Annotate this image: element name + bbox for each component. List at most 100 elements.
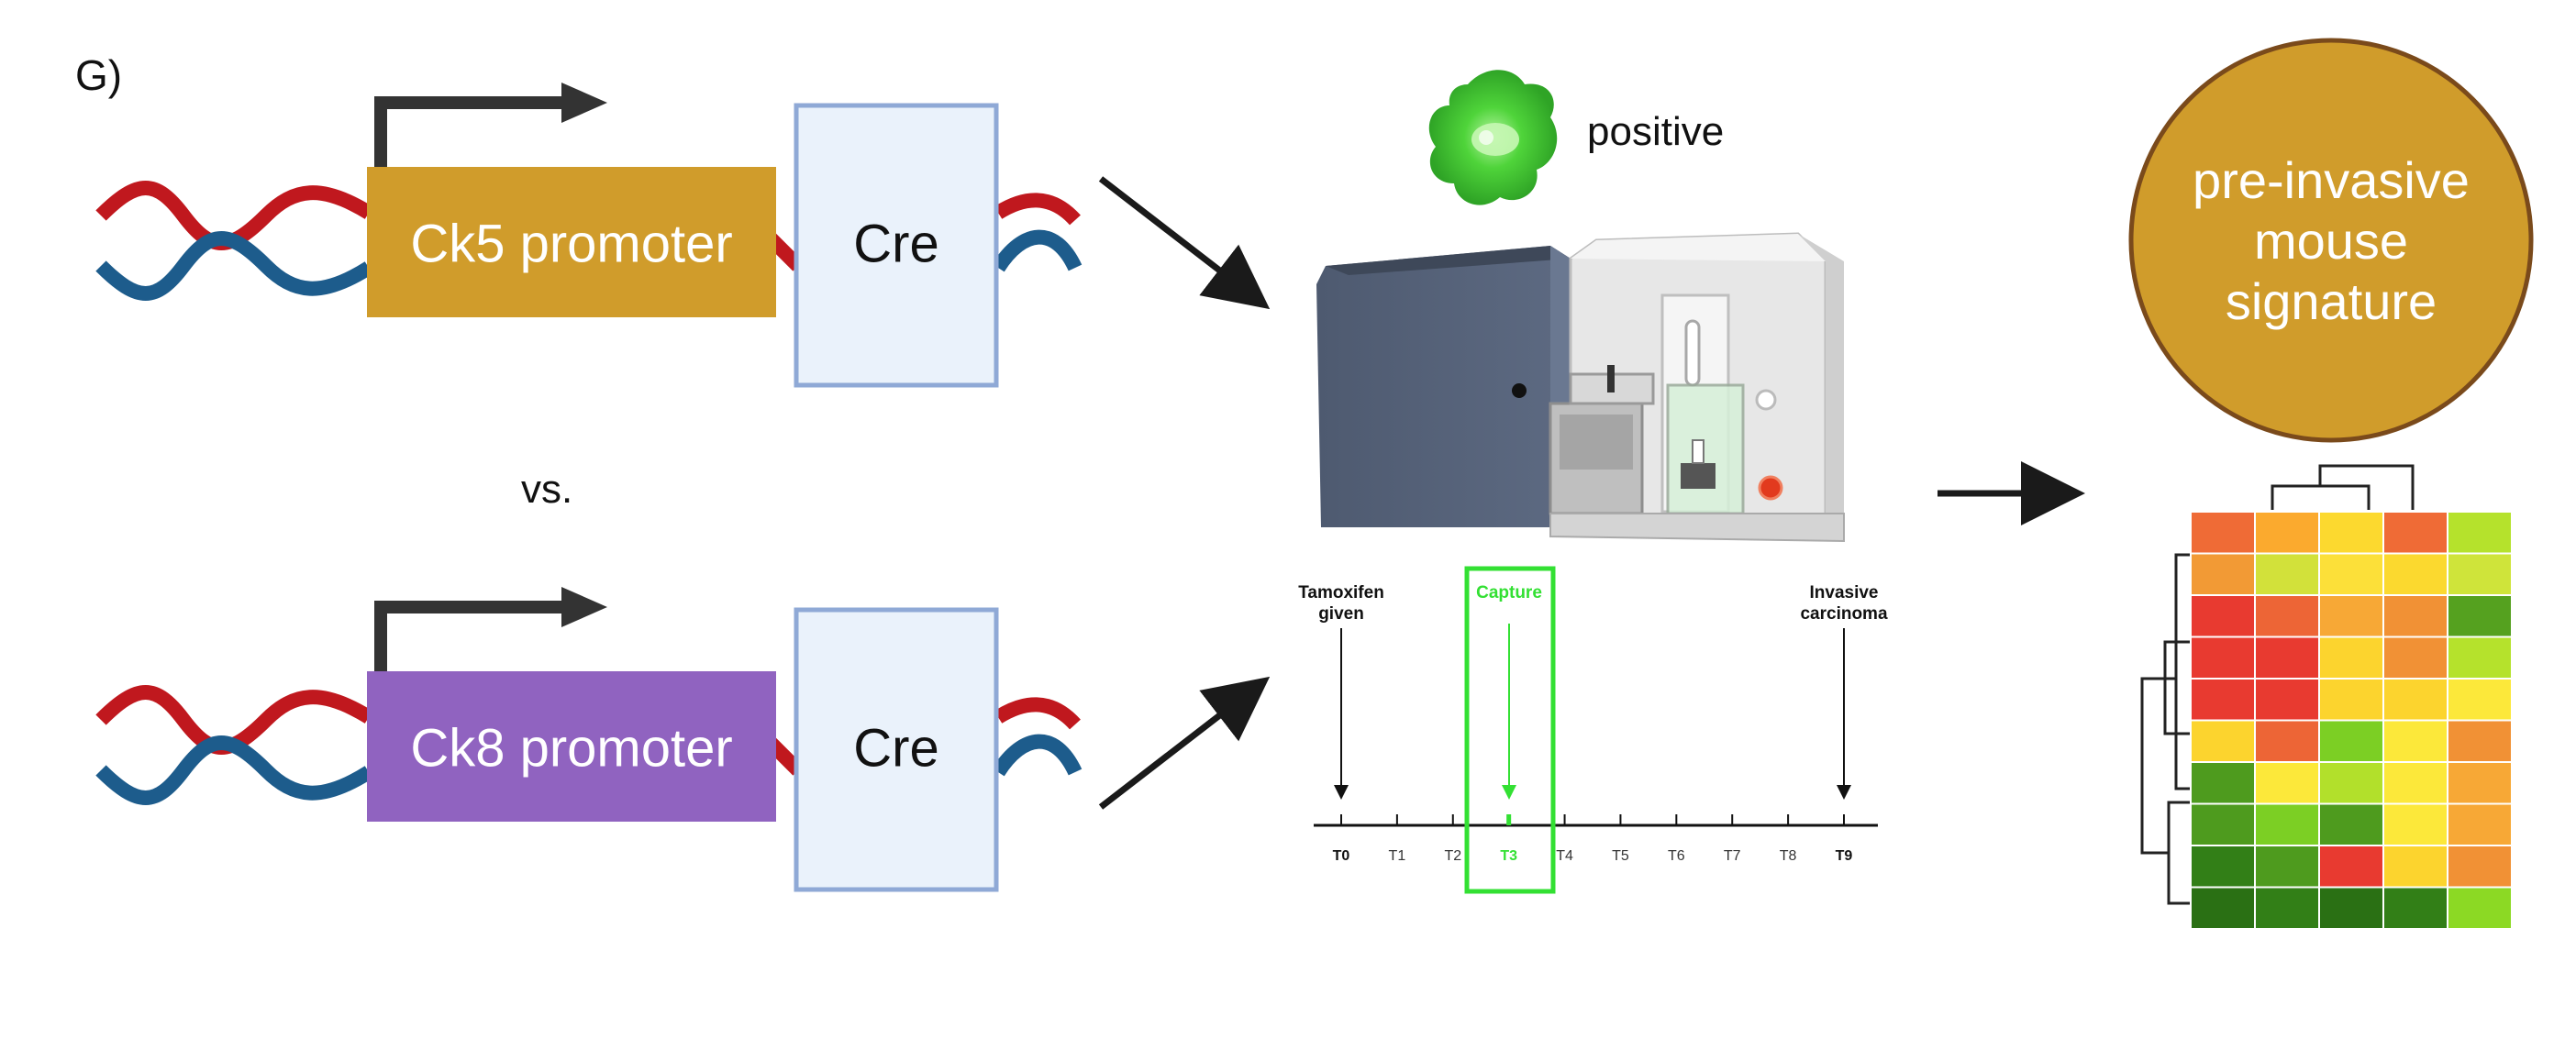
heatmap-cell: [2254, 719, 2320, 763]
cre-label-bottom: Cre: [853, 718, 938, 778]
tamoxifen-label: Tamoxifen: [1298, 583, 1384, 602]
ck5-promoter-box: [367, 167, 776, 317]
arrow-top-to-sorter: [1098, 176, 1271, 310]
heatmap-cell: [2382, 511, 2448, 555]
heatmap-cell: [2254, 511, 2320, 555]
signature-line1: pre-invasive: [2193, 151, 2470, 209]
timeline-tick-label-t1: T1: [1389, 848, 1406, 864]
ck8-promoter-box: [367, 671, 776, 822]
promoter-arrowhead-bottom: [561, 587, 607, 627]
heatmap-cell: [2254, 845, 2320, 889]
cre-box-bottom: [794, 607, 999, 892]
promoter-arrow-bottom: [374, 601, 564, 671]
timeline-tick-label-t3: T3: [1500, 848, 1517, 864]
heatmap-cell: [2382, 552, 2448, 596]
timeline-tick-label-t5: T5: [1612, 848, 1629, 864]
heatmap-cell: [2447, 552, 2513, 596]
promoter-arrow-top: [374, 96, 564, 167]
heatmap-cell: [2318, 678, 2384, 722]
heatmap-cell: [2254, 552, 2320, 596]
timeline-tick-label-t7: T7: [1724, 848, 1741, 864]
cre-box-top: [794, 103, 999, 388]
panel-label: G): [75, 51, 122, 99]
heatmap: [2140, 464, 2513, 930]
sorter-knob: [1512, 383, 1527, 398]
heatmap-cell: [2254, 594, 2320, 638]
heatmap-cell: [2318, 636, 2384, 680]
heatmap-cell: [2190, 636, 2256, 680]
ck5-promoter-label: Ck5 promoter: [410, 214, 732, 273]
carcinoma-label: carcinoma: [1800, 604, 1887, 624]
heatmap-cell: [2190, 845, 2256, 889]
cell-sorter-machine: [1316, 232, 1845, 543]
heatmap-cell: [2382, 761, 2448, 805]
heatmap-cell: [2382, 636, 2448, 680]
capture-window: [1464, 566, 1556, 894]
tamoxifen-given-label: given: [1318, 604, 1364, 624]
positive-label: positive: [1587, 109, 1724, 154]
heatmap-cell: [2447, 845, 2513, 889]
promoter-arrowhead-top: [561, 83, 607, 123]
heatmap-cell: [2190, 511, 2256, 555]
ck8-promoter-label: Ck8 promoter: [410, 718, 732, 778]
capture-label: Capture: [1476, 583, 1542, 602]
heatmap-cell: [2447, 636, 2513, 680]
arrow-bottom-to-timeline: [1098, 676, 1271, 810]
heatmap-cell: [2254, 761, 2320, 805]
heatmap-cell: [2318, 845, 2384, 889]
row-dendrogram: [2140, 553, 2191, 905]
heatmap-cell: [2382, 594, 2448, 638]
dna-helix-left-bottom: [95, 685, 373, 805]
vs-label: vs.: [521, 467, 572, 512]
heatmap-cell: [2318, 511, 2384, 555]
heatmap-cell: [2382, 886, 2448, 930]
heatmap-cell: [2190, 594, 2256, 638]
timeline-ticks: [1340, 814, 1845, 825]
invasive-label: Invasive: [1810, 583, 1879, 602]
heatmap-cell: [2382, 678, 2448, 722]
heatmap-cell: [2254, 802, 2320, 846]
construct-ck8: Ck8 promoter Cre: [95, 587, 1083, 892]
timeline-tick-label-t0: T0: [1333, 848, 1350, 864]
cre-label-top: Cre: [853, 214, 938, 273]
gfp-protein-icon: [1428, 70, 1558, 205]
timeline-tick-label-t4: T4: [1556, 848, 1573, 864]
heatmap-cell: [2318, 719, 2384, 763]
heatmap-cell: [2190, 761, 2256, 805]
heatmap-cell: [2190, 678, 2256, 722]
heatmap-cell: [2447, 511, 2513, 555]
signature-circle: pre-invasive mouse signature: [2128, 38, 2534, 443]
heatmap-cell: [2382, 719, 2448, 763]
heatmap-cell: [2190, 719, 2256, 763]
heatmap-cell: [2254, 886, 2320, 930]
heatmap-cell: [2318, 594, 2384, 638]
column-dendrogram: [2271, 464, 2415, 510]
timeline-tick-label-t2: T2: [1444, 848, 1461, 864]
heatmap-cell: [2190, 802, 2256, 846]
timeline-tick-label-t9: T9: [1836, 848, 1853, 864]
heatmap-cell: [2447, 761, 2513, 805]
heatmap-cell: [2318, 552, 2384, 596]
heatmap-cell: [2254, 636, 2320, 680]
signature-line3: signature: [2226, 272, 2437, 330]
signature-line2: mouse: [2254, 212, 2408, 270]
heatmap-cell: [2382, 845, 2448, 889]
dna-helix-left-top: [95, 181, 373, 301]
construct-ck5: Ck5 promoter Cre: [95, 83, 1083, 388]
sorter-power-button: [1758, 475, 1783, 501]
heatmap-cell: [2254, 678, 2320, 722]
heatmap-cell: [2190, 886, 2256, 930]
heatmap-cell: [2190, 552, 2256, 596]
heatmap-cells: [2190, 511, 2513, 930]
heatmap-cell: [2447, 719, 2513, 763]
heatmap-cell: [2447, 594, 2513, 638]
heatmap-cell: [2447, 886, 2513, 930]
heatmap-cell: [2318, 886, 2384, 930]
heatmap-cell: [2447, 802, 2513, 846]
timeline-tick-label-t6: T6: [1668, 848, 1685, 864]
heatmap-cell: [2318, 802, 2384, 846]
heatmap-cell: [2382, 802, 2448, 846]
